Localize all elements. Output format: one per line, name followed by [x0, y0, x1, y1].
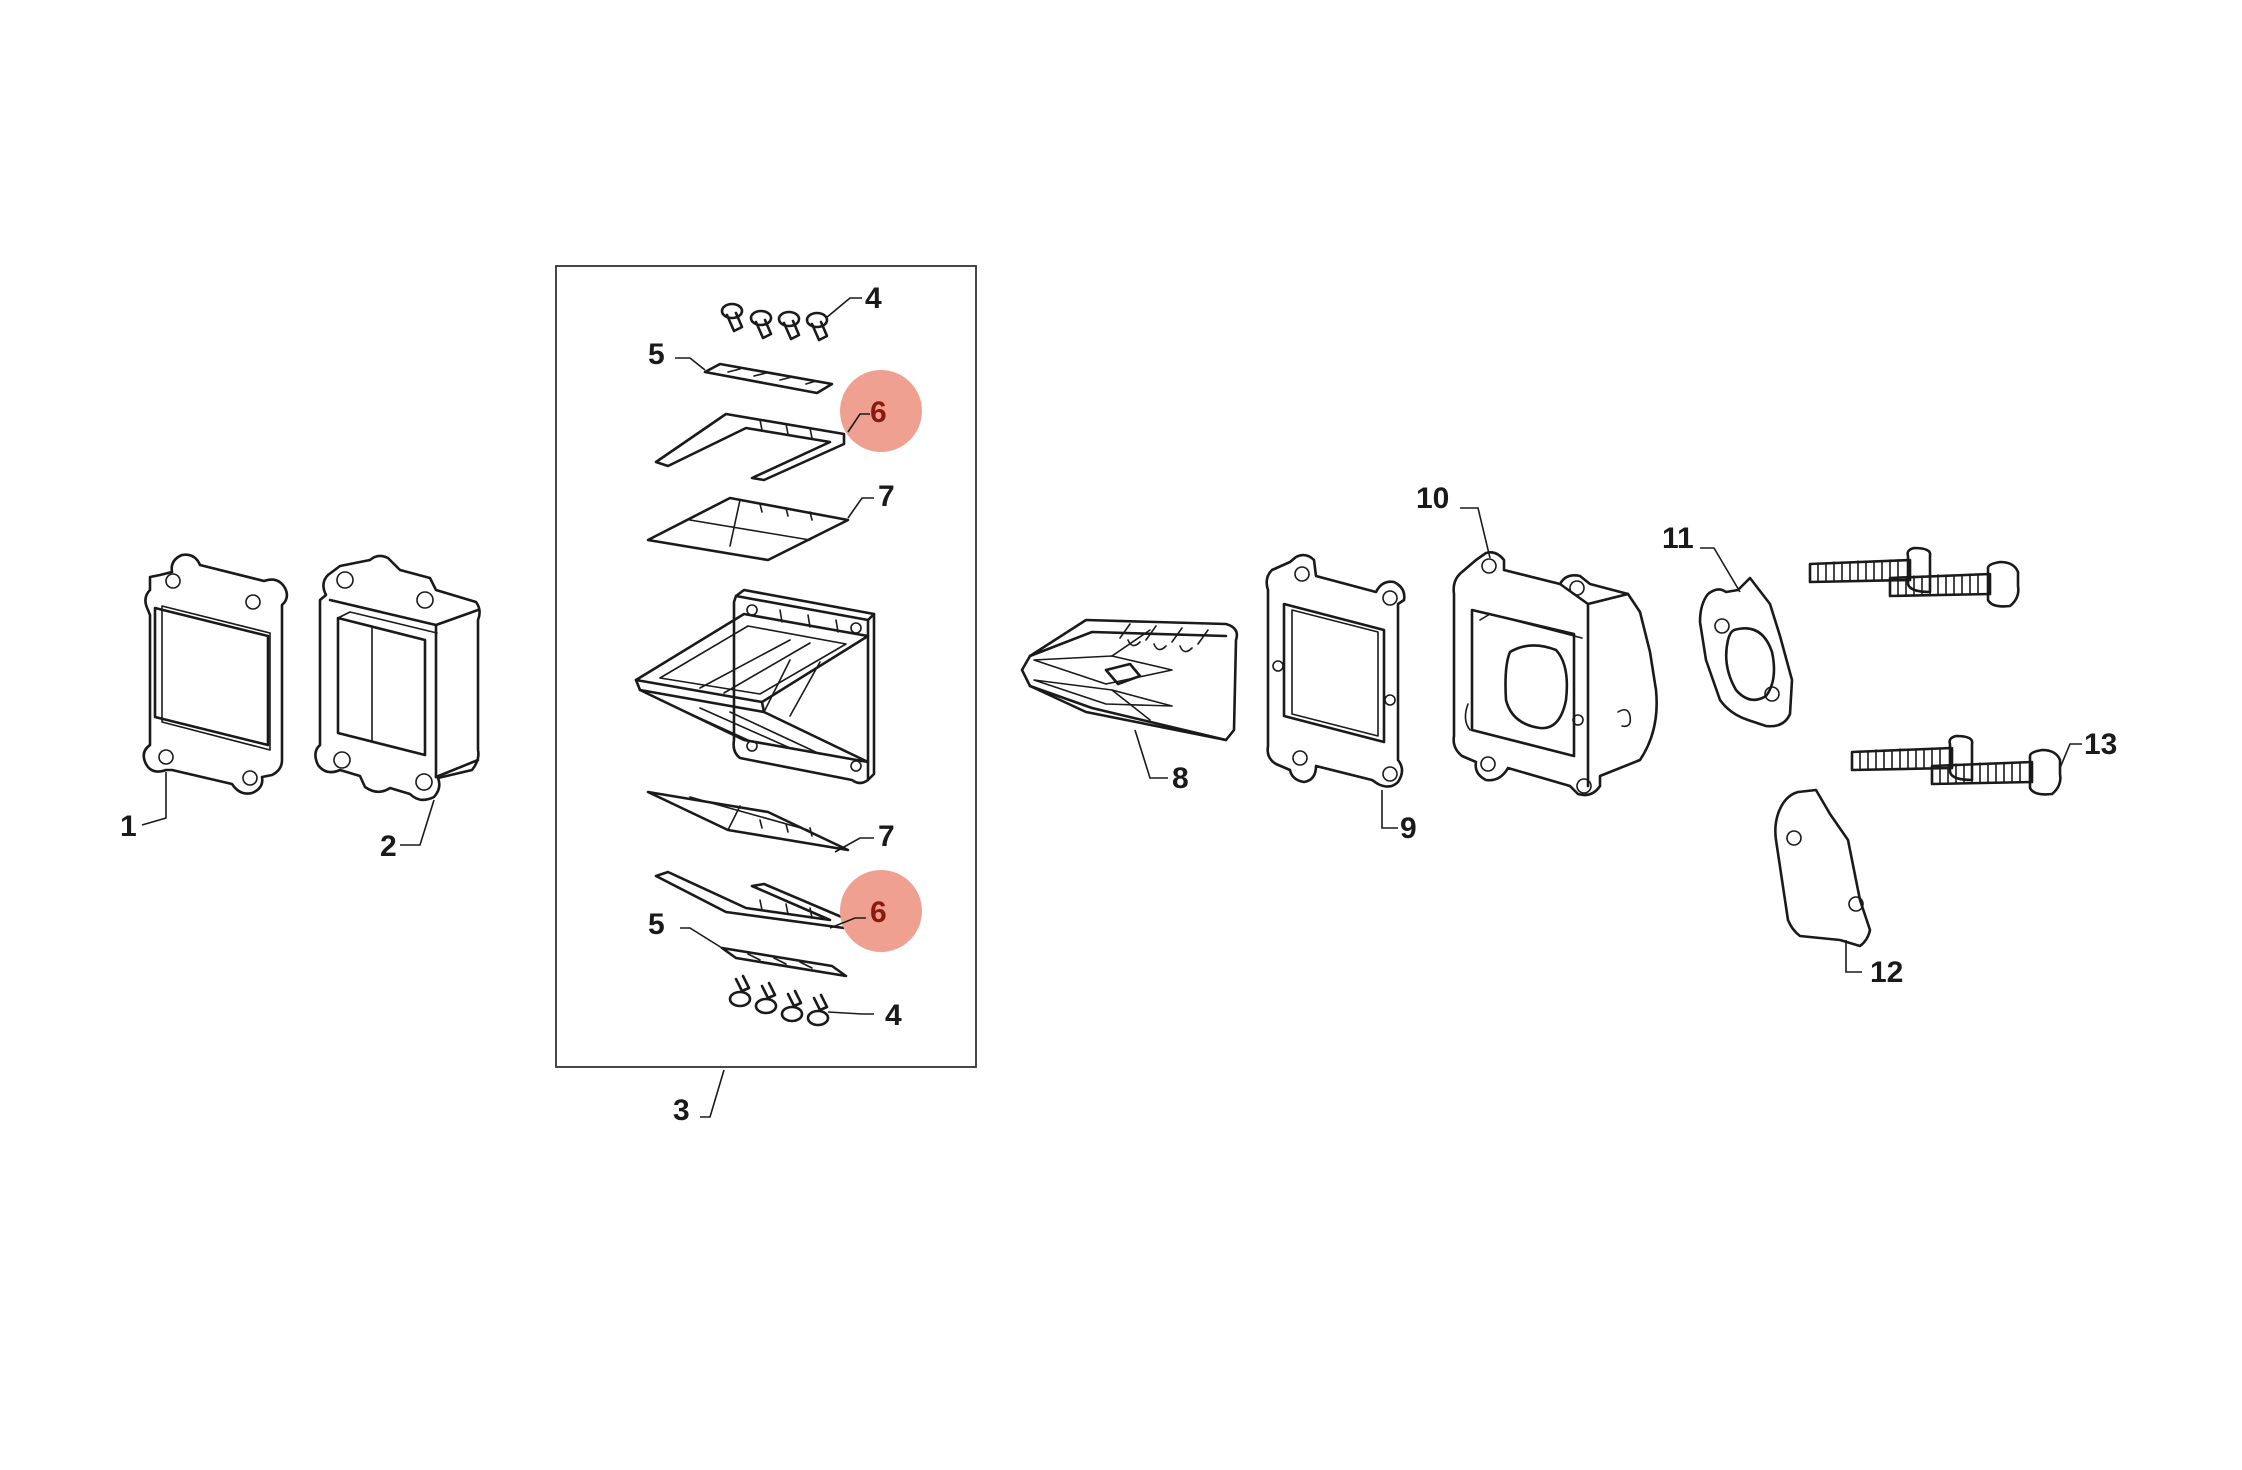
- part-5-stop-plate-top[interactable]: [703, 362, 834, 395]
- part-2-spacer-block[interactable]: [314, 554, 481, 802]
- callout-number-12: 12: [1870, 956, 1903, 989]
- callout-number-11: 11: [1662, 522, 1694, 555]
- callout-6-bottom: 6: [829, 870, 922, 952]
- bolt-1: [1808, 546, 1932, 594]
- callout-number-6-top: 6: [870, 396, 887, 429]
- callout-1: 1: [120, 772, 167, 843]
- callout-number-10: 10: [1416, 482, 1449, 515]
- callout-4-bottom: 4: [827, 999, 902, 1032]
- callout-number-5-bottom: 5: [648, 908, 665, 941]
- part-9-gasket[interactable]: [1265, 553, 1406, 788]
- bolt-4: [1930, 748, 2062, 796]
- callout-11: 11: [1662, 522, 1741, 593]
- part-6-reed-petal-top[interactable]: [654, 412, 846, 482]
- callout-number-13: 13: [2084, 728, 2117, 761]
- part-7-reed-petals-top[interactable]: [646, 496, 850, 562]
- part-5-stop-plate-bottom[interactable]: [720, 946, 848, 978]
- callout-number-9: 9: [1400, 812, 1417, 845]
- part-10-intake-manifold[interactable]: [1452, 551, 1658, 797]
- callout-number-4-top: 4: [865, 282, 882, 315]
- highlight-circle-6-top: [840, 370, 922, 452]
- part-6-reed-petal-bottom[interactable]: [654, 870, 846, 930]
- callout-6-top: 6: [840, 370, 922, 452]
- callout-5-bottom: 5: [648, 908, 723, 949]
- callout-number-3: 3: [673, 1094, 690, 1127]
- callout-4-top: 4: [825, 282, 882, 319]
- part-11-gasket[interactable]: [1698, 576, 1794, 728]
- part-8-reed-valve[interactable]: [1020, 618, 1239, 742]
- part-4-screws-top[interactable]: [720, 302, 829, 342]
- part-4-screws-bottom[interactable]: [728, 974, 830, 1027]
- callout-number-7-bottom: 7: [878, 820, 895, 853]
- callout-number-7-top: 7: [878, 480, 895, 513]
- bolt-3: [1850, 734, 1974, 782]
- bolt-2: [1888, 560, 2020, 608]
- callout-7-top: 7: [847, 480, 895, 519]
- callout-number-5-top: 5: [648, 338, 665, 371]
- callout-7-bottom: 7: [834, 820, 895, 853]
- highlight-circle-6-bottom: [840, 870, 922, 952]
- part-1-gasket[interactable]: [142, 553, 289, 795]
- callout-2: 2: [380, 799, 435, 863]
- callout-9: 9: [1381, 790, 1417, 845]
- part-12-cover-plate[interactable]: [1774, 788, 1872, 948]
- callout-number-4-bottom: 4: [885, 999, 902, 1032]
- callout-8: 8: [1134, 729, 1189, 795]
- callout-3: 3: [673, 1069, 725, 1127]
- callout-number-2: 2: [380, 830, 397, 863]
- kit-box-3[interactable]: [555, 265, 977, 1068]
- part-7-reed-petals-bottom[interactable]: [646, 790, 850, 852]
- callout-12: 12: [1845, 940, 1903, 989]
- callout-number-8: 8: [1172, 762, 1189, 795]
- callout-number-6-bottom: 6: [870, 896, 887, 929]
- callout-10: 10: [1416, 482, 1491, 559]
- reed-cage[interactable]: [634, 588, 876, 785]
- callout-number-1: 1: [120, 810, 137, 843]
- part-13-bolts[interactable]: [1808, 546, 2062, 796]
- callout-5-top: 5: [648, 338, 706, 371]
- callout-13: 13: [2059, 728, 2117, 769]
